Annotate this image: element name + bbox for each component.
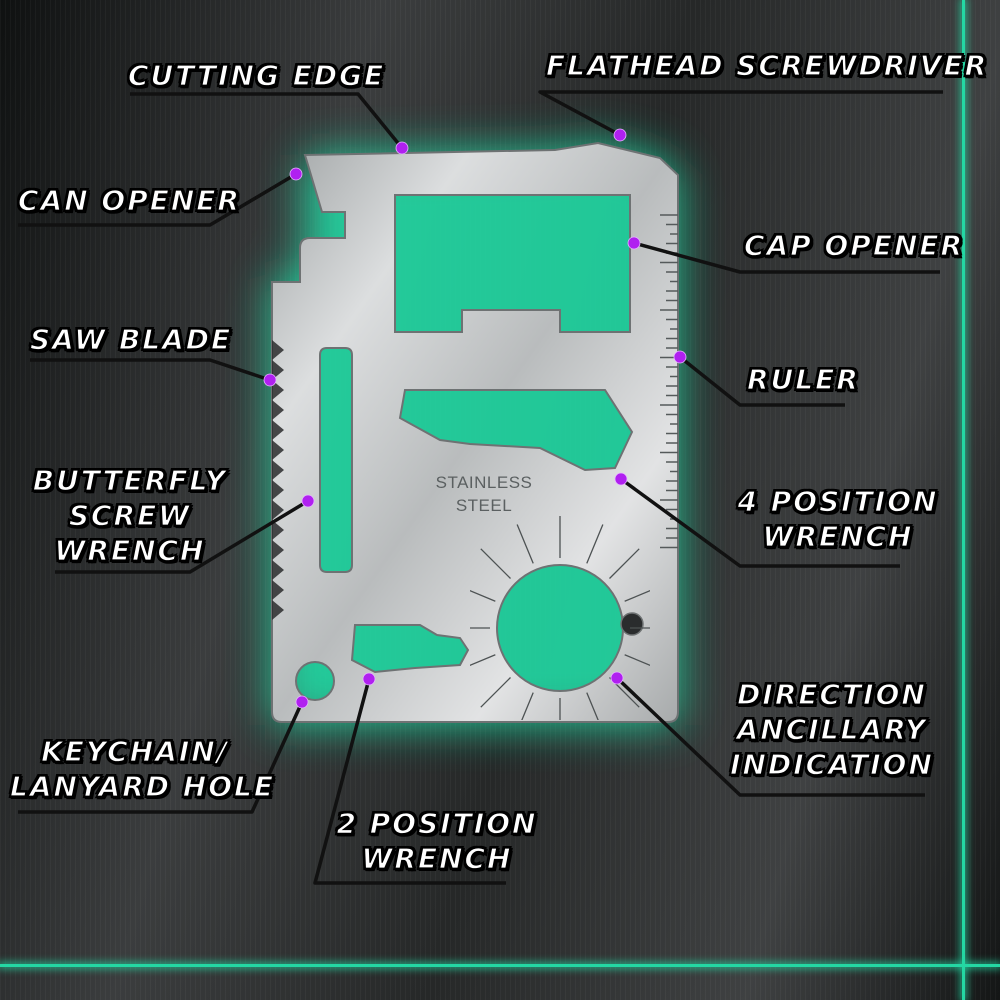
label-butterfly-screw-wrench: BUTTERFLY SCREW WRENCH (32, 463, 228, 567)
leader-saw-blade (30, 358, 271, 382)
dot-direction-ancillary-indication (610, 671, 624, 685)
leader-lines (18, 90, 943, 885)
leader-two-position-wrench (313, 678, 506, 885)
stamp-line-2: STEEL (456, 496, 512, 515)
dial-ray (586, 692, 599, 720)
neon-frame-horizontal (0, 964, 1000, 967)
ruler-ticks (660, 214, 678, 549)
neon-frame-vertical (962, 0, 965, 1000)
leader-ruler (678, 355, 845, 407)
label-four-position-wrench: 4 POSITION WRENCH (737, 484, 939, 553)
dial-ray (521, 692, 534, 720)
dot-cutting-edge (395, 141, 409, 155)
leader-direction-ancillary-indication (615, 676, 925, 797)
dial-ray (624, 654, 650, 666)
leader-keychain-lanyard-hole (18, 701, 304, 814)
label-keychain-lanyard-hole: KEYCHAIN/ LANYARD HOLE (9, 734, 275, 803)
dot-four-position-wrench (614, 472, 628, 486)
dial-ray (624, 590, 650, 602)
dial-ray (609, 548, 640, 579)
dot-cap-opener (627, 236, 641, 250)
label-cap-opener: CAP OPENER (743, 228, 965, 262)
leader-four-position-wrench (619, 477, 900, 568)
dial-ray (470, 590, 496, 602)
dial-notch (620, 612, 644, 636)
dial-ray (586, 524, 604, 564)
saw-teeth (272, 340, 284, 620)
dot-butterfly-screw-wrench (301, 494, 315, 508)
dial-ray (516, 524, 534, 564)
label-can-opener: CAN OPENER (17, 183, 241, 217)
label-two-position-wrench: 2 POSITION WRENCH (336, 806, 538, 875)
leader-cutting-edge (130, 92, 404, 150)
dot-flathead-screwdriver (613, 128, 627, 142)
leader-flathead-screwdriver (538, 90, 943, 137)
stamp-line-1: STAINLESS (436, 473, 533, 492)
card-body (271, 141, 679, 723)
dot-keychain-lanyard-hole (295, 695, 309, 709)
dot-saw-blade (263, 373, 277, 387)
anchor-dots (263, 128, 687, 709)
dot-can-opener (289, 167, 303, 181)
dot-ruler (673, 350, 687, 364)
label-cutting-edge: CUTTING EDGE (127, 58, 386, 92)
leader-butterfly-screw-wrench (55, 499, 309, 574)
leader-cap-opener (633, 241, 940, 274)
leader-can-opener (18, 172, 297, 227)
dial-ray (480, 677, 511, 708)
label-direction-ancillary-indication: DIRECTION ANCILLARY INDICATION (729, 677, 934, 781)
label-flathead-screwdriver: FLATHEAD SCREWDRIVER (545, 48, 989, 82)
dial-ray (470, 654, 496, 666)
dial-ray (480, 548, 511, 579)
label-ruler: RULER (746, 362, 860, 396)
dot-two-position-wrench (362, 672, 376, 686)
label-saw-blade: SAW BLADE (29, 322, 233, 356)
direction-dial-rays (470, 516, 650, 720)
